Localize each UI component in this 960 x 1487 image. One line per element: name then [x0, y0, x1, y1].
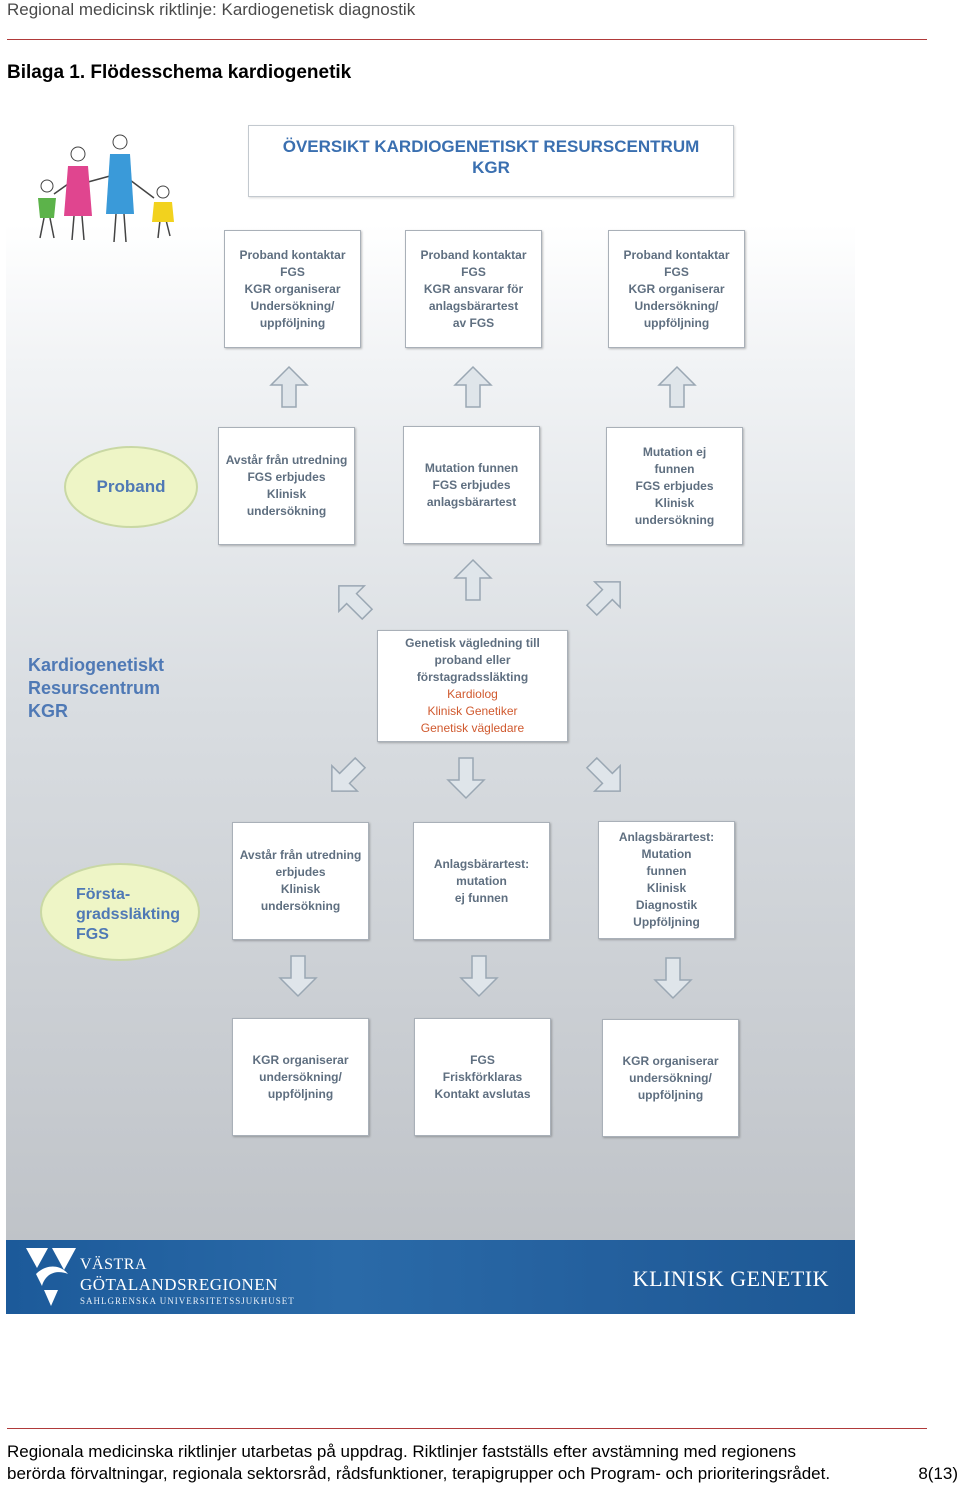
- row4-box-right: KGR organiserar undersökning/ uppföljnin…: [602, 1019, 739, 1137]
- kgr-side-label: Kardiogenetiskt Resurscentrum KGR: [28, 655, 165, 721]
- counseling-line-1: Genetisk vägledning till: [405, 636, 540, 650]
- page-number: 8(13): [918, 1464, 958, 1483]
- genetic-counseling-box: Genetisk vägledning till proband eller f…: [377, 630, 568, 742]
- vgr-logo-icon: [26, 1248, 76, 1306]
- role-clinical-geneticist: Klinisk Genetiker: [427, 704, 518, 718]
- footer-text-line2: berörda förvaltningar, regionala sektors…: [7, 1464, 831, 1483]
- vgr-hospital-name: SAHLGRENSKA UNIVERSITETSSJUKHUSET: [80, 1296, 295, 1306]
- row4-box-middle: FGS Friskförklaras Kontakt avslutas: [414, 1018, 551, 1136]
- chart-title-box: ÖVERSIKT KARDIOGENETISKT RESURSCENTRUM K…: [248, 125, 734, 197]
- chart-title-abbrev: KGR: [472, 158, 510, 177]
- arrow-down-right-diagonal-icon: [585, 755, 626, 799]
- arrow-up-right-diagonal-icon: [585, 574, 626, 618]
- arrow-down-left-icon: [278, 954, 318, 998]
- flowchart-figure: ÖVERSIKT KARDIOGENETISKT RESURSCENTRUM K…: [6, 104, 855, 1314]
- vgr-name-line2: GÖTALANDSREGIONEN: [80, 1275, 278, 1294]
- row1-box-middle: Proband kontaktar FGS KGR ansvarar för a…: [405, 230, 542, 348]
- family-illustration-icon: [38, 134, 174, 243]
- arrow-up-center-icon: [453, 558, 493, 602]
- first-degree-relative-oval: Första- gradssläkting FGS: [40, 863, 200, 961]
- row3-box-right: Anlagsbärartest: Mutation funnen Klinisk…: [598, 821, 735, 939]
- row3-box-left: Avstår från utredning erbjudes Klinisk u…: [232, 822, 369, 940]
- row4-box-left: KGR organiserar undersökning/ uppföljnin…: [232, 1018, 369, 1136]
- running-header: Regional medicinsk riktlinje: Kardiogene…: [7, 0, 416, 19]
- arrow-down-center-icon: [446, 756, 486, 800]
- arrow-down-left-diagonal-icon: [326, 755, 367, 799]
- arrow-up-left-diagonal-icon: [333, 578, 374, 622]
- arrow-up-middle-icon: [453, 365, 493, 409]
- header-rule: [7, 39, 927, 40]
- role-cardiologist: Kardiolog: [447, 687, 498, 701]
- vgr-name-line1: VÄSTRA: [80, 1256, 148, 1273]
- proband-oval: Proband: [64, 446, 198, 528]
- section-title: Bilaga 1. Flödesschema kardiogenetik: [7, 62, 352, 83]
- row2-box-left: Avstår från utredning FGS erbjudes Klini…: [218, 427, 355, 545]
- row3-box-middle: Anlagsbärartest: mutation ej funnen: [413, 822, 550, 940]
- arrow-down-right-icon: [653, 956, 693, 1000]
- role-genetic-counselor: Genetisk vägledare: [420, 721, 525, 735]
- counseling-line-2: proband eller: [434, 653, 511, 667]
- footer-text-line1: Regionala medicinska riktlinjer utarbeta…: [7, 1442, 797, 1461]
- row1-box-right: Proband kontaktar FGS KGR organiserar Un…: [608, 230, 745, 348]
- clinical-genetics-label: KLINISK GENETIK: [632, 1266, 829, 1291]
- vgr-banner: VÄSTRA GÖTALANDSREGIONEN SAHLGRENSKA UNI…: [6, 1240, 855, 1314]
- footer-rule: [7, 1428, 927, 1429]
- arrow-down-middle-icon: [459, 954, 499, 998]
- row2-box-right: Mutation ej funnen FGS erbjudes Klinisk …: [606, 427, 743, 545]
- counseling-line-3: förstagradssläkting: [416, 670, 529, 684]
- chart-title: ÖVERSIKT KARDIOGENETISKT RESURSCENTRUM: [282, 137, 700, 156]
- arrow-up-left-icon: [269, 365, 309, 409]
- row2-box-middle: Mutation funnen FGS erbjudes anlagsbärar…: [403, 426, 540, 544]
- arrow-up-right-icon: [657, 365, 697, 409]
- row1-box-left: Proband kontaktar FGS KGR organiserar Un…: [224, 230, 361, 348]
